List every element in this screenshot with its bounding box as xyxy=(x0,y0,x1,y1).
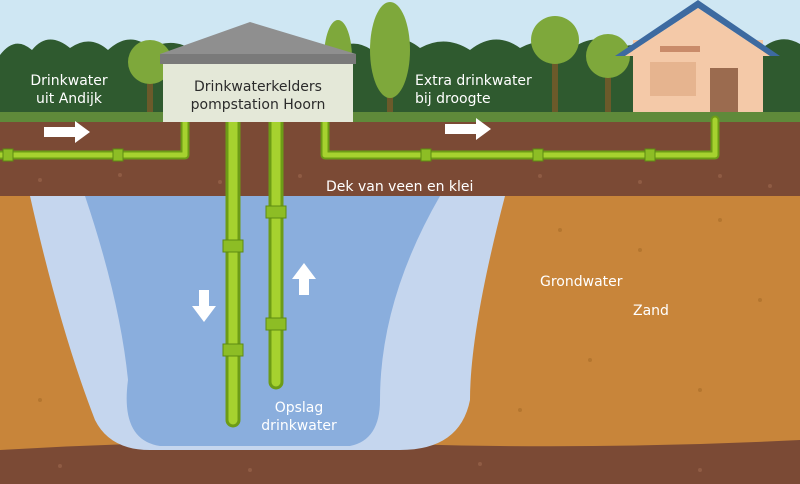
bottom-soil xyxy=(0,440,800,484)
pipes xyxy=(0,112,720,428)
extra-water-label-line2: bij droogte xyxy=(415,91,491,107)
source-label-line1: Drinkwater xyxy=(30,73,108,89)
flow-arrows xyxy=(44,118,491,322)
arrow-down-icon xyxy=(192,290,216,322)
soil-speckles xyxy=(38,173,772,472)
building-label-line2: pompstation Hoorn xyxy=(190,97,326,113)
groundwater-label: Grondwater xyxy=(540,274,623,290)
building-label: Drinkwaterkelders pompstation Hoorn xyxy=(163,78,353,114)
extra-water-label-line1: Extra drinkwater xyxy=(415,73,532,89)
peat-clay-layer-label: Dek van veen en klei xyxy=(326,179,474,195)
topsoil xyxy=(0,122,800,200)
sand-speckles xyxy=(38,218,762,412)
pipe-couplings xyxy=(2,148,656,357)
storage-label-line1: Opslag xyxy=(274,400,324,416)
storage-bubble-water xyxy=(85,196,440,446)
sand-label: Zand xyxy=(633,303,669,319)
source-label-line2: uit Andijk xyxy=(36,91,102,107)
grass xyxy=(0,112,800,122)
house xyxy=(615,0,780,118)
extra-water-label: Extra drinkwater bij droogte xyxy=(415,72,532,108)
storage-label: Opslag drinkwater xyxy=(256,399,342,435)
building-label-line1: Drinkwaterkelders xyxy=(194,79,322,95)
pumping-station-building xyxy=(160,22,356,122)
arrow-up-icon xyxy=(292,263,316,295)
source-label: Drinkwater uit Andijk xyxy=(22,72,116,108)
storage-label-line2: drinkwater xyxy=(261,418,337,434)
arrow-right-mid-icon xyxy=(445,118,491,140)
arrow-right-left-icon xyxy=(44,121,90,143)
